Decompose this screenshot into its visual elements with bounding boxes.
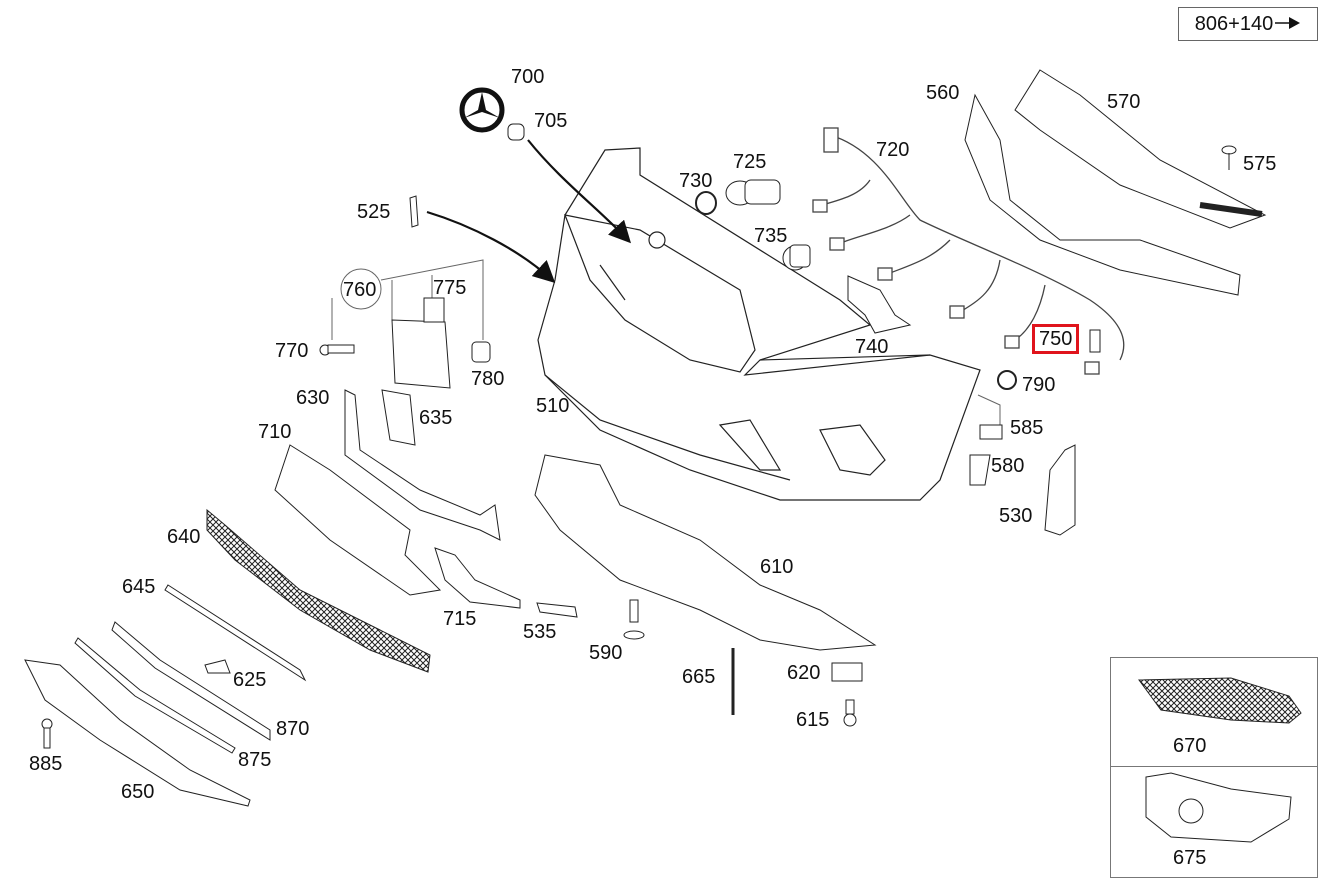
part-label-705[interactable]: 705 <box>534 110 568 132</box>
part-label-580[interactable]: 580 <box>991 455 1025 477</box>
screw-575[interactable] <box>1221 145 1237 170</box>
clip-535[interactable] <box>536 602 578 618</box>
bumper-support-560[interactable] <box>964 93 1241 296</box>
arrow-525 <box>426 210 556 284</box>
license-plate-bracket-760[interactable] <box>391 319 451 389</box>
star-emblem-700[interactable] <box>459 87 505 133</box>
side-bracket-530[interactable] <box>1044 444 1076 536</box>
part-label-590[interactable]: 590 <box>589 642 623 664</box>
inset-panel-670: 670 <box>1110 657 1318 767</box>
trim-715[interactable] <box>434 547 521 609</box>
part-label-710[interactable]: 710 <box>258 421 292 443</box>
reinforcement-630[interactable] <box>344 389 501 541</box>
part-label-780[interactable]: 780 <box>471 368 505 390</box>
part-label-760[interactable]: 760 <box>343 279 377 301</box>
clip-625[interactable] <box>204 659 231 674</box>
part-label-750-highlighted[interactable]: 750 <box>1032 324 1080 354</box>
clip-585[interactable] <box>979 424 1003 440</box>
part-label-630[interactable]: 630 <box>296 387 330 409</box>
chrome-trim-870[interactable] <box>111 621 271 741</box>
clip-775[interactable] <box>423 297 445 323</box>
bracket-635[interactable] <box>381 389 416 446</box>
leader-585 <box>977 394 1001 430</box>
screw-580[interactable] <box>969 454 991 486</box>
right-arrow-icon <box>1275 13 1301 36</box>
connector-750[interactable] <box>1089 329 1101 353</box>
sensor-bracket-740[interactable] <box>847 275 912 334</box>
part-label-870[interactable]: 870 <box>276 718 310 740</box>
wiring-harness-720[interactable] <box>812 127 1125 375</box>
part-label-700[interactable]: 700 <box>511 66 545 88</box>
part-label-530[interactable]: 530 <box>999 505 1033 527</box>
part-label-635[interactable]: 635 <box>419 407 453 429</box>
clip-620[interactable] <box>831 662 863 682</box>
part-label-735[interactable]: 735 <box>754 225 788 247</box>
part-label-640[interactable]: 640 <box>167 526 201 548</box>
part-label-625[interactable]: 625 <box>233 669 267 691</box>
grommet-780[interactable] <box>471 341 491 363</box>
part-label-610[interactable]: 610 <box>760 556 794 578</box>
ring-730[interactable] <box>695 191 717 215</box>
underbody-panel-610[interactable] <box>534 454 877 651</box>
part-label-665[interactable]: 665 <box>682 666 716 688</box>
parking-sensor-725[interactable] <box>725 179 781 206</box>
screw-615[interactable] <box>843 699 857 727</box>
part-label-790[interactable]: 790 <box>1022 374 1056 396</box>
cap-790[interactable] <box>997 370 1017 390</box>
part-label-720[interactable]: 720 <box>876 139 910 161</box>
part-label-675[interactable]: 675 <box>1173 847 1207 869</box>
parking-sensor-735[interactable] <box>782 244 811 271</box>
part-label-885[interactable]: 885 <box>29 753 63 775</box>
inset-panel-675: 675 <box>1110 766 1318 878</box>
part-label-725[interactable]: 725 <box>733 151 767 173</box>
part-label-525[interactable]: 525 <box>357 201 391 223</box>
part-label-570[interactable]: 570 <box>1107 91 1141 113</box>
part-label-645[interactable]: 645 <box>122 576 156 598</box>
mesh-grille-640[interactable] <box>206 508 431 673</box>
part-label-510[interactable]: 510 <box>536 395 570 417</box>
radiator-grille-570[interactable] <box>1014 69 1267 229</box>
fog-bezel-675[interactable] <box>1111 767 1317 851</box>
bushing-705[interactable] <box>507 123 525 141</box>
license-plate-group-760 <box>331 259 484 340</box>
part-label-670[interactable]: 670 <box>1173 735 1207 757</box>
part-label-575[interactable]: 575 <box>1243 153 1277 175</box>
part-label-535[interactable]: 535 <box>523 621 557 643</box>
arrow-705 <box>527 139 632 244</box>
strip-875[interactable] <box>74 637 236 754</box>
part-label-650[interactable]: 650 <box>121 781 155 803</box>
grille-lower-mesh <box>1199 202 1263 217</box>
bolt-590[interactable] <box>623 599 645 640</box>
grille-carrier-710[interactable] <box>274 444 442 596</box>
part-label-560[interactable]: 560 <box>926 82 960 104</box>
part-label-615[interactable]: 615 <box>796 709 830 731</box>
part-label-715[interactable]: 715 <box>443 608 477 630</box>
part-label-770[interactable]: 770 <box>275 340 309 362</box>
next-page-button[interactable]: 806+140 <box>1178 7 1318 41</box>
mesh-insert-670[interactable] <box>1111 658 1317 738</box>
bolt-770[interactable] <box>319 344 355 356</box>
bracket-525[interactable] <box>409 195 419 228</box>
part-label-775[interactable]: 775 <box>433 277 467 299</box>
spoiler-650[interactable] <box>24 659 251 807</box>
next-page-label: 806+140 <box>1194 12 1274 35</box>
bumper-cover-510[interactable] <box>537 147 981 501</box>
part-label-730[interactable]: 730 <box>679 170 713 192</box>
part-label-620[interactable]: 620 <box>787 662 821 684</box>
part-label-740[interactable]: 740 <box>855 336 889 358</box>
strip-645[interactable] <box>164 584 307 682</box>
part-label-875[interactable]: 875 <box>238 749 272 771</box>
part-label-585[interactable]: 585 <box>1010 417 1044 439</box>
clip-885[interactable] <box>41 718 53 749</box>
